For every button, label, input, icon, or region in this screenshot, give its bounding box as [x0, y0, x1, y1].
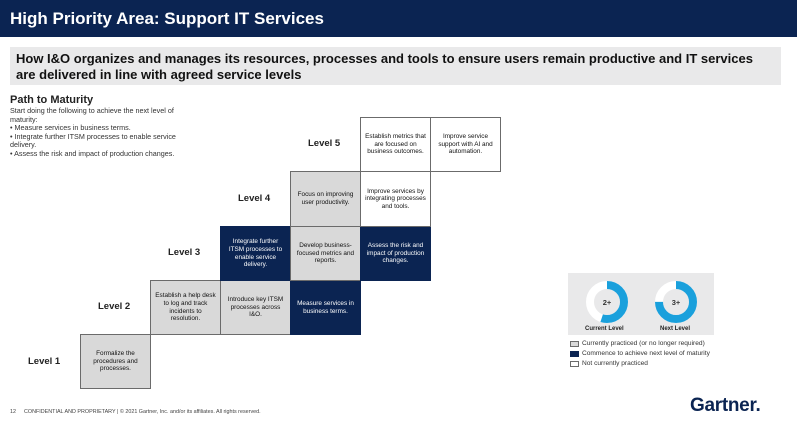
current-level-value: 2+ [603, 298, 612, 307]
maturity-cell: Integrate further ITSM processes to enab… [220, 226, 291, 281]
footer: 12 CONFIDENTIAL AND PROPRIETARY | © 2021 … [10, 409, 261, 415]
gauge-fill-arc [586, 281, 628, 323]
legend-label: Currently practiced (or no longer requir… [582, 340, 705, 347]
legend-item-not-practiced: Not currently practiced [570, 360, 648, 367]
path-line: Start doing the following to achieve the… [10, 106, 174, 115]
maturity-cell: Develop business-focused metrics and rep… [290, 226, 361, 281]
legend-label: Commence to achieve next level of maturi… [582, 350, 710, 357]
path-line: • Assess the risk and impact of producti… [10, 148, 175, 158]
level-4-label: Level 4 [238, 193, 271, 204]
path-line: • Measure services in business terms. [10, 123, 131, 133]
page-number: 12 [10, 409, 16, 415]
path-line: delivery. [10, 140, 37, 150]
copyright-text: CONFIDENTIAL AND PROPRIETARY | © 2021 Ga… [24, 409, 261, 415]
legend-item-commence: Commence to achieve next level of maturi… [570, 350, 710, 357]
maturity-cell: Introduce key ITSM processes across I&O. [220, 280, 291, 335]
next-level-gauge: 3+ [655, 281, 697, 323]
level-3-label: Level 3 [168, 247, 201, 258]
maturity-cell: Measure services in business terms. [290, 280, 361, 335]
maturity-cell: Improve service support with AI and auto… [430, 117, 501, 172]
legend-label: Not currently practiced [582, 360, 648, 367]
path-line: • Integrate further ITSM processes to en… [10, 131, 176, 141]
maturity-cell: Formalize the procedures and processes. [80, 334, 151, 389]
maturity-cell: Improve services by integrating processe… [360, 171, 431, 227]
gartner-logo: Gartner. [690, 395, 761, 416]
level-2-label: Level 2 [98, 301, 131, 312]
next-level-value: 3+ [672, 298, 681, 307]
legend-swatch [570, 340, 579, 347]
maturity-cell: Assess the risk and impact of production… [360, 226, 431, 281]
page-title: High Priority Area: Support IT Services [0, 0, 797, 37]
path-line: maturity: [10, 114, 38, 124]
maturity-cell: Establish metrics that are focused on bu… [360, 117, 431, 172]
path-to-maturity-heading: Path to Maturity [10, 94, 94, 106]
maturity-cell: Focus on improving user productivity. [290, 171, 361, 227]
level-1-label: Level 1 [28, 356, 61, 367]
current-level-gauge: 2+ [586, 281, 628, 323]
legend-swatch [570, 350, 579, 357]
maturity-cell: Establish a help desk to log and track i… [150, 280, 221, 335]
current-level-caption: Current Level [585, 326, 624, 332]
legend-swatch [570, 360, 579, 367]
gauge-fill-arc [655, 281, 697, 323]
next-level-caption: Next Level [660, 326, 691, 332]
level-5-label: Level 5 [308, 138, 341, 149]
legend-item-practiced: Currently practiced (or no longer requir… [570, 340, 705, 347]
path-to-maturity-text: Start doing the following to achieve the… [10, 106, 230, 159]
page-subtitle: How I&O organizes and manages its resour… [10, 47, 781, 85]
